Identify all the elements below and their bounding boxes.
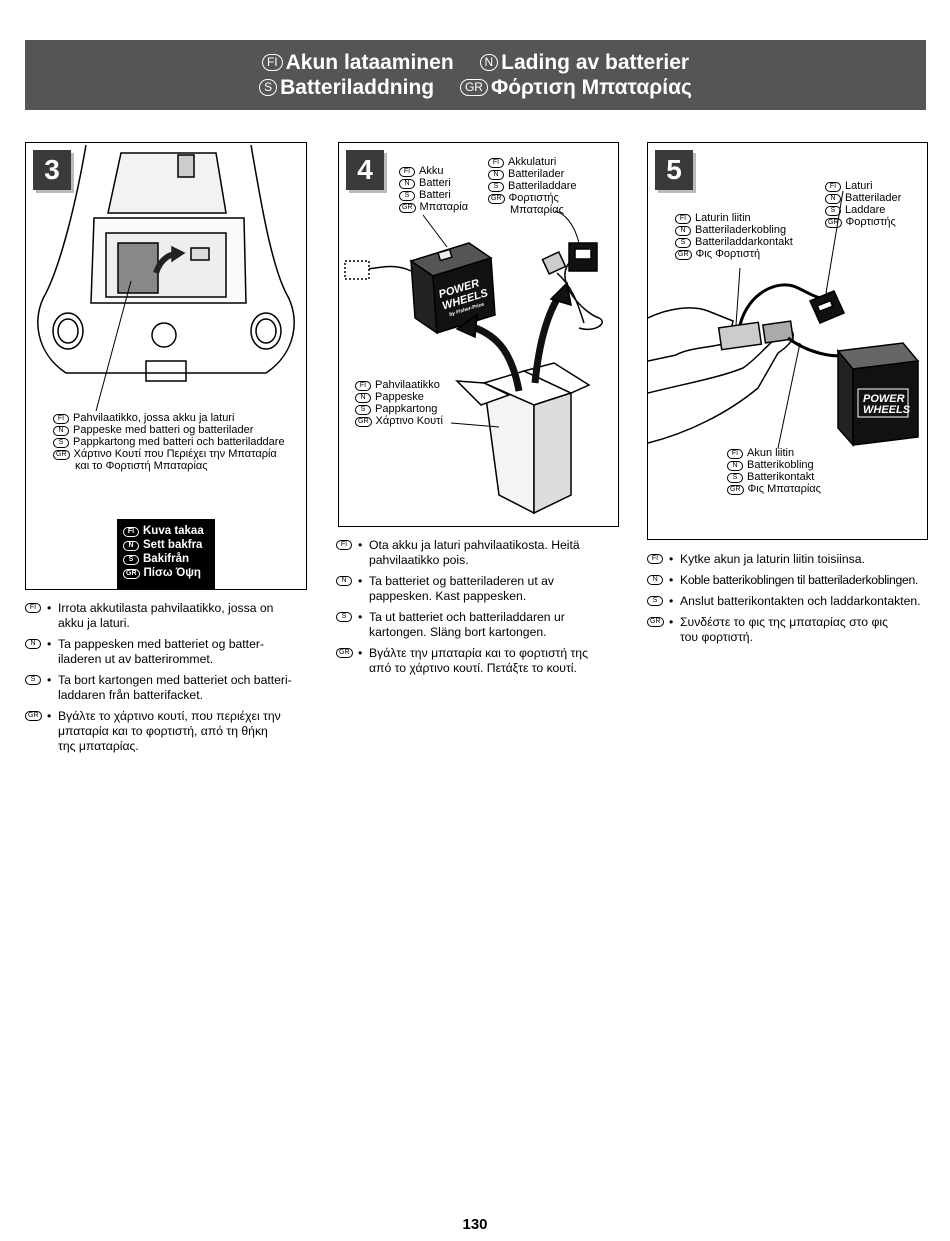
- connecting-plugs-illustration: POWER WHEELS: [648, 190, 920, 449]
- gr-badge: GR: [53, 450, 70, 460]
- step-4-instructions: FI•Ota akku ja laturi pahvilaatikosta. H…: [336, 538, 626, 682]
- s-badge: S: [53, 438, 69, 448]
- step-3-number: 3: [33, 150, 71, 190]
- title-gr: Φόρτιση Μπαταρίας: [490, 76, 692, 99]
- instruction-s: S•Ta ut batteriet och batteriladdaren ur…: [336, 610, 626, 640]
- instruction-fi: FI•Ota akku ja laturi pahvilaatikosta. H…: [336, 538, 626, 568]
- step-3-instructions: FI•Irrota akkutilasta pahvilaatikko, jos…: [25, 601, 310, 760]
- lang-badge-fi: FI: [261, 54, 283, 71]
- n-badge: N: [53, 426, 69, 436]
- instruction-n: N•Koble batterikoblingen til batterilade…: [647, 573, 942, 588]
- step-5-number: 5: [655, 150, 693, 190]
- instruction-fi: FI•Kytke akun ja laturin liitin toisiins…: [647, 552, 942, 567]
- lang-badge-gr: GR: [459, 79, 488, 96]
- page-number: 130: [462, 1216, 488, 1233]
- battery5-brand-line2: WHEELS: [863, 404, 911, 416]
- instruction-fi: FI•Irrota akkutilasta pahvilaatikko, jos…: [25, 601, 310, 631]
- instruction-s: S•Ta bort kartongen med batteriet och ba…: [25, 673, 310, 703]
- car-rear-illustration: [37, 144, 295, 412]
- instruction-gr: GR•Βγάλτε το χάρτινο κουτί, που περιέχει…: [25, 709, 310, 754]
- title-n: Lading av batterier: [501, 51, 690, 74]
- battery-box-illustration: POWER WHEELS by Fisher-Price: [344, 210, 603, 515]
- title-s: Batteriladdning: [280, 76, 435, 99]
- title-fi: Akun lataaminen: [285, 51, 454, 74]
- step-4-number: 4: [346, 150, 384, 190]
- instruction-n: N•Ta pappesken med batteriet og batter-i…: [25, 637, 310, 667]
- lang-badge-n: N: [479, 54, 499, 71]
- instruction-gr: GR•Βγάλτε την μπαταρία και το φορτιστή τ…: [336, 646, 626, 676]
- instruction-gr: GR•Συνδέστε το φις της μπαταρίας στο φις…: [647, 615, 942, 645]
- lang-badge-s: S: [259, 79, 278, 96]
- step-5-instructions: FI•Kytke akun ja laturin liitin toisiins…: [647, 552, 942, 651]
- fi-badge: FI: [53, 414, 69, 424]
- instruction-s: S•Anslut batterikontakten och laddarkont…: [647, 594, 942, 609]
- battery5-brand-line1: POWER: [863, 393, 905, 405]
